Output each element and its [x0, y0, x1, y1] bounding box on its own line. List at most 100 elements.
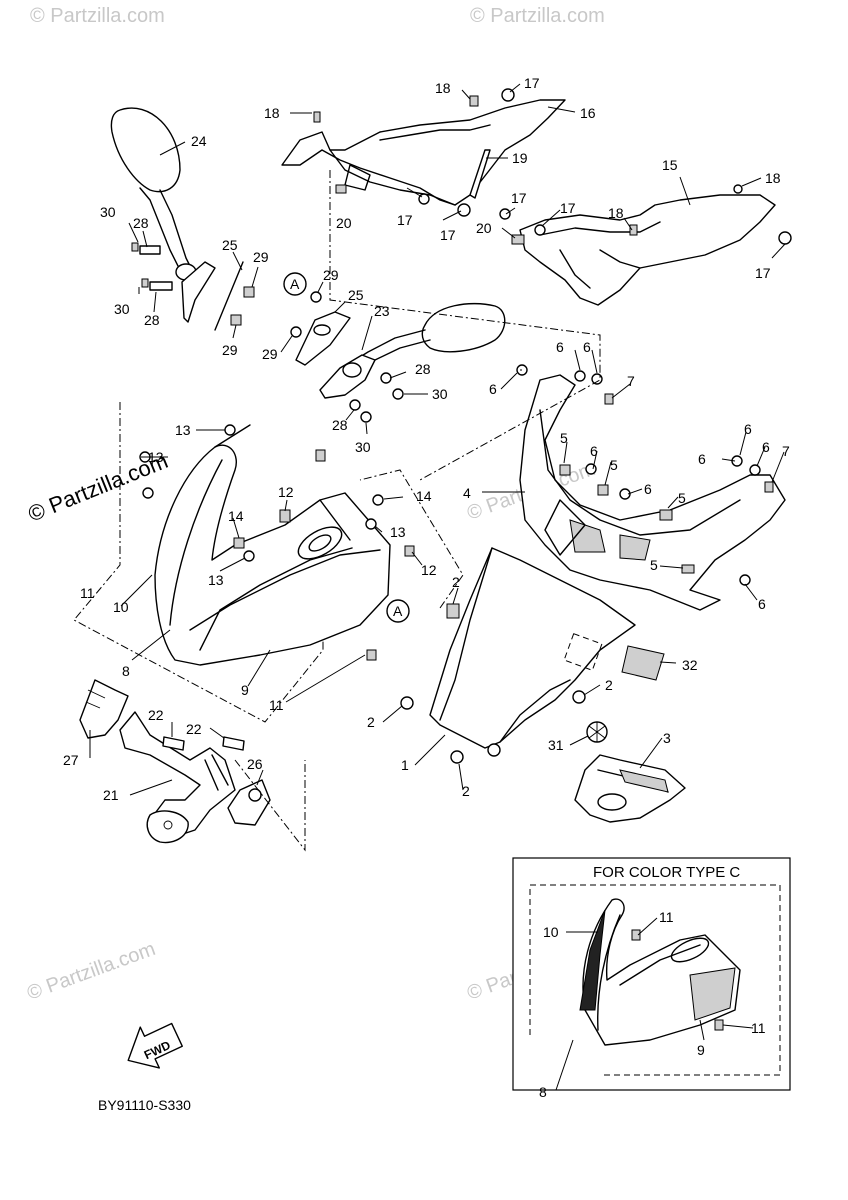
callout-8-c: 8 — [539, 1084, 547, 1100]
part-19-strip — [469, 149, 491, 199]
callout-11-b: 11 — [269, 697, 284, 713]
callout-5-d: 5 — [650, 557, 658, 573]
inner-panel-4 — [516, 364, 786, 611]
leader-lines — [89, 83, 786, 1091]
callout-6-i: 6 — [758, 596, 766, 612]
part-29-washer-b — [290, 326, 302, 338]
callout-13-b: 13 — [148, 449, 164, 465]
callout-6-f: 6 — [744, 421, 752, 437]
callout-19: 19 — [512, 150, 528, 166]
part-30-washer-1 — [392, 388, 404, 400]
part-27-bracket — [79, 679, 129, 739]
callout-28-d: 28 — [332, 417, 348, 433]
callout-6-a: 6 — [489, 381, 497, 397]
callout-10-c: 10 — [543, 924, 559, 940]
callout-28-a: 28 — [133, 215, 149, 231]
callout-7-b: 7 — [782, 443, 790, 459]
callout-13-a: 13 — [175, 422, 191, 438]
callout-3: 3 — [663, 730, 671, 746]
callout-29-c: 29 — [323, 267, 339, 283]
part-28-bolt-2 — [349, 399, 361, 411]
svg-text:A: A — [393, 603, 403, 619]
callout-30-b: 30 — [114, 301, 130, 317]
windscreen-1 — [429, 547, 665, 749]
side-cowling-right — [519, 194, 776, 306]
part-29-washer-a — [310, 291, 322, 303]
callout-26: 26 — [247, 756, 263, 772]
callout-18-b: 18 — [435, 80, 451, 96]
group-boundary-top — [329, 170, 601, 481]
callout-6-e: 6 — [644, 481, 652, 497]
callout-5-b: 5 — [610, 457, 618, 473]
callout-28-b: 28 — [144, 312, 160, 328]
callout-14-b: 14 — [228, 508, 244, 524]
callout-2-a: 2 — [452, 574, 460, 590]
callout-17-a: 17 — [524, 75, 540, 91]
part-28-bolt-1 — [380, 372, 392, 384]
windscreen-fasteners — [400, 603, 586, 764]
callout-6-c: 6 — [583, 339, 591, 355]
callout-30-c: 30 — [432, 386, 448, 402]
part-25-strip-left — [214, 261, 244, 331]
callout-18-c: 18 — [765, 170, 781, 186]
part-3-cover — [574, 754, 686, 823]
fwd-arrow-icon: FWD — [127, 1022, 183, 1069]
callout-23: 23 — [374, 303, 390, 319]
callout-18-d: 18 — [608, 205, 624, 221]
callout-13-d: 13 — [208, 572, 224, 588]
callout-21: 21 — [103, 787, 119, 803]
part-25-gasket-right — [295, 311, 351, 366]
callout-12-a: 12 — [278, 484, 294, 500]
callout-15: 15 — [662, 157, 678, 173]
callout-11-c: 11 — [659, 909, 674, 925]
callout-2-c: 2 — [367, 714, 375, 730]
cowling-fasteners — [313, 88, 792, 245]
gasket-hole — [313, 324, 331, 336]
callout-2-d: 2 — [462, 783, 470, 799]
callout-29-a: 29 — [253, 249, 269, 265]
callout-27: 27 — [63, 752, 79, 768]
callout-5-c: 5 — [678, 490, 686, 506]
mirror-bolts-left — [131, 242, 173, 291]
part-30-washer-2 — [360, 411, 372, 423]
group-boundary-stay — [234, 759, 306, 852]
part-31-knob — [586, 721, 608, 743]
svg-text:A: A — [290, 276, 300, 292]
callout-17-f: 17 — [755, 265, 771, 281]
callout-17-d: 17 — [511, 190, 527, 206]
watermark-lower-left: © Partzilla.com — [24, 938, 158, 1005]
cowling-hardware — [139, 424, 415, 661]
group-boundary-left — [73, 402, 324, 723]
callout-13-c: 13 — [390, 524, 406, 540]
callout-31: 31 — [548, 737, 564, 753]
callout-1: 1 — [401, 757, 409, 773]
callout-32: 32 — [682, 657, 698, 673]
callout-30-a: 30 — [100, 204, 116, 220]
callout-28-c: 28 — [415, 361, 431, 377]
watermark-top-right: © Partzilla.com — [470, 5, 605, 27]
callout-9-c: 9 — [697, 1042, 705, 1058]
watermark-top-left: © Partzilla.com — [30, 5, 165, 27]
callout-16: 16 — [580, 105, 596, 121]
marker-a-upper: A — [283, 272, 307, 296]
part-29-grommet-1 — [243, 286, 255, 298]
callout-11-d: 11 — [751, 1020, 766, 1036]
group-boundary-right — [359, 469, 464, 609]
mirror-left — [110, 107, 216, 323]
color-type-c-title: FOR COLOR TYPE C — [593, 864, 740, 881]
part-22-bolts — [162, 736, 245, 751]
callout-20-a: 20 — [336, 215, 352, 231]
callout-20-b: 20 — [476, 220, 492, 236]
callout-17-c: 17 — [440, 227, 456, 243]
marker-a-lower: A — [386, 599, 410, 623]
callout-24: 24 — [191, 133, 207, 149]
callout-10: 10 — [113, 599, 129, 615]
callout-8: 8 — [122, 663, 130, 679]
callout-4: 4 — [463, 485, 471, 501]
callout-29-d: 29 — [262, 346, 278, 362]
callout-11-a: 11 — [80, 585, 95, 601]
callout-25-b: 25 — [348, 287, 364, 303]
callout-6-g: 6 — [698, 451, 706, 467]
callout-12-b: 12 — [421, 562, 437, 578]
